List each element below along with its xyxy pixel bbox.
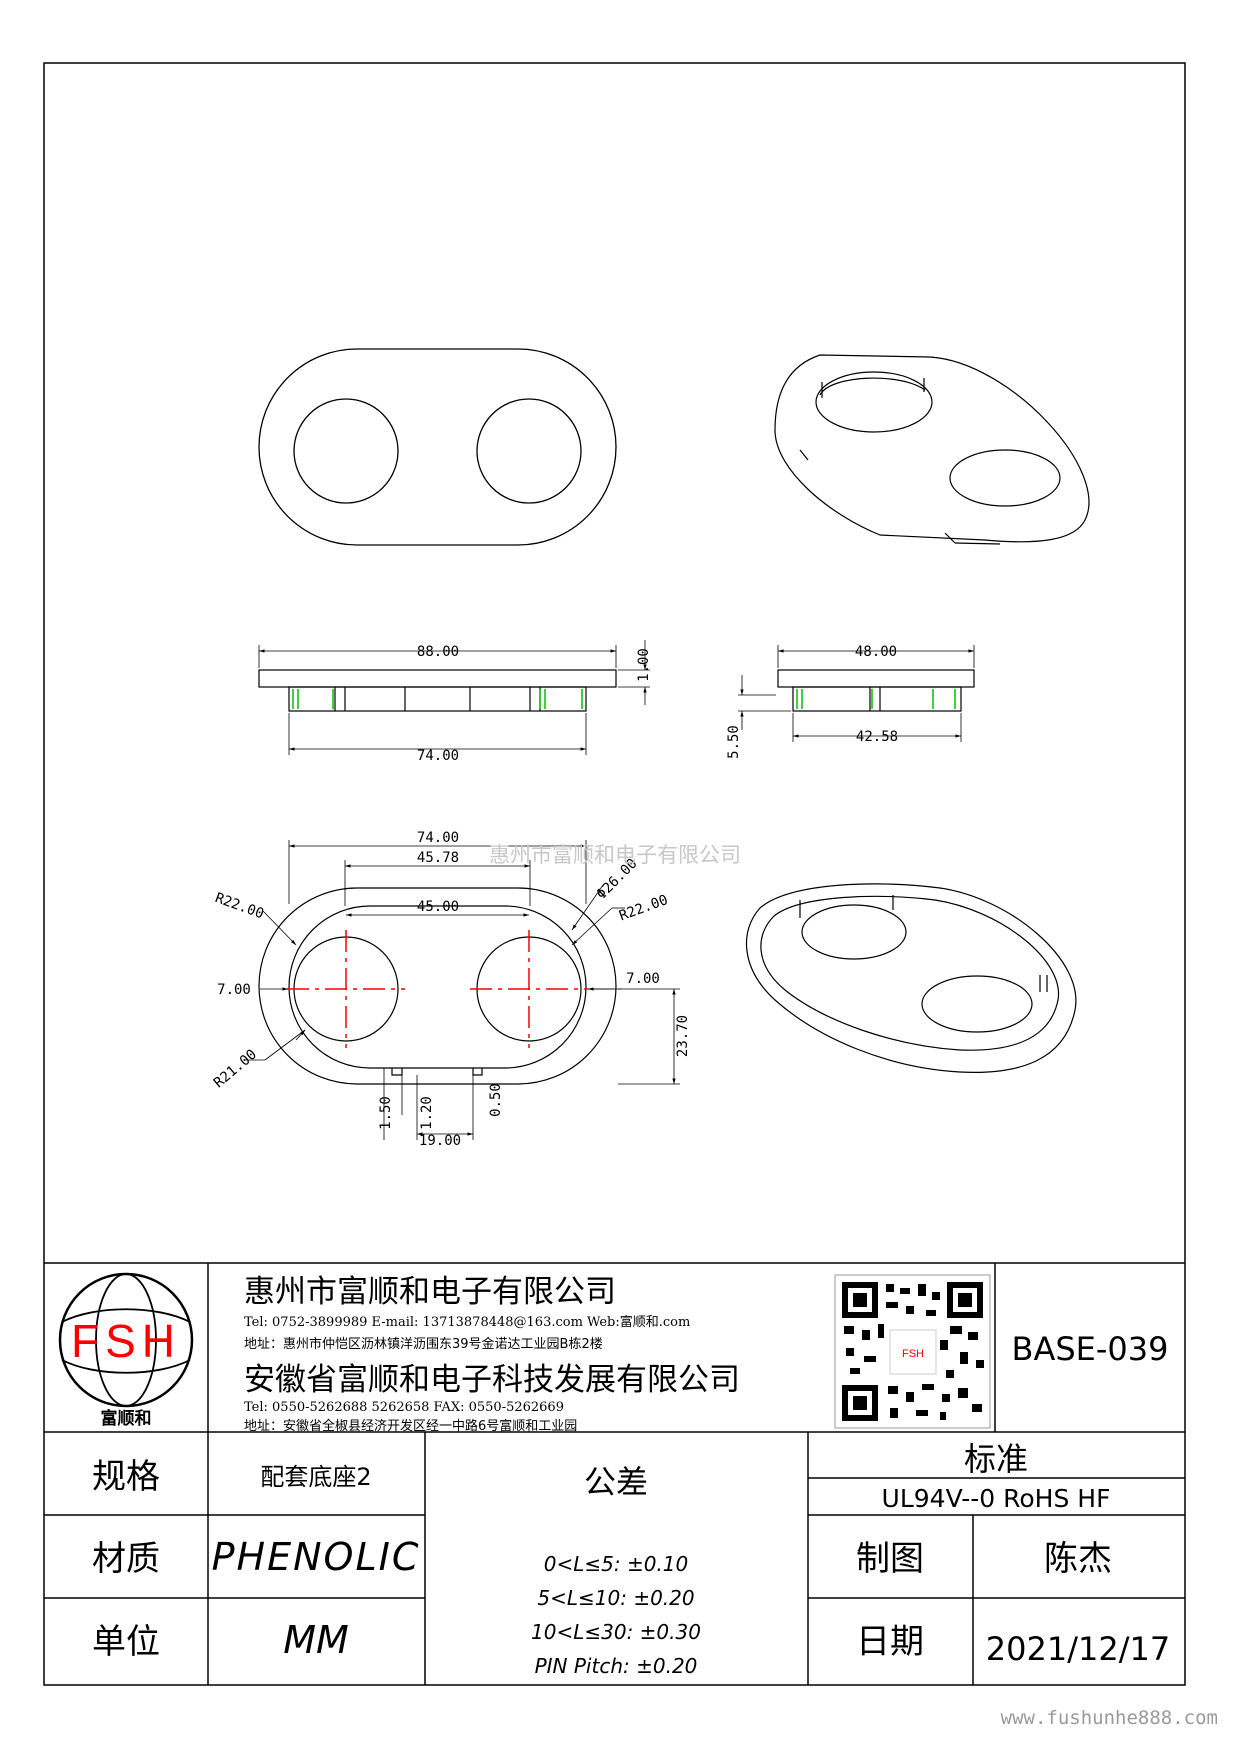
dim-offset-right: 7.00 [626, 971, 660, 987]
company-contact-1: Tel: 0752-3899989 E-mail: 13713878448@16… [244, 1314, 690, 1330]
dim-offset-left: 7.00 [217, 982, 251, 998]
plan-view-centerlines [287, 930, 588, 1048]
part-number: BASE-039 [1012, 1330, 1169, 1368]
side-view-highlights [796, 689, 956, 709]
footer-url: www.fushunhe888.com [1001, 1707, 1218, 1729]
qr-caption: FSH [902, 1348, 924, 1360]
dim-side-height: 5.50 [726, 725, 742, 759]
tolerance-line-1: 0<L≤5: ±0.10 [544, 1552, 689, 1576]
drawing-frame [43, 62, 1186, 1686]
logo-caption: 富顺和 [101, 1408, 152, 1429]
dim-notch-2: 1.20 [419, 1096, 435, 1130]
watermark: 惠州市富顺和电子有限公司 [489, 843, 741, 867]
front-view [258, 669, 617, 712]
material-label: 材质 [92, 1539, 160, 1579]
unit-value: MM [283, 1618, 349, 1662]
plan-view [258, 887, 617, 1085]
front-view-highlights [292, 689, 583, 709]
dim-notch-1: 1.50 [378, 1096, 394, 1130]
dim-top-thickness: 1.00 [636, 648, 652, 682]
dim-side-inner: 42.58 [856, 729, 898, 745]
company-address-2: 地址：安徽省全椒县经济开发区经一中路6号富顺和工业园 [244, 1418, 577, 1434]
date-label: 日期 [856, 1622, 924, 1662]
front-view-flange [258, 669, 617, 688]
plan-view-dims [245, 840, 680, 1140]
dim-half-height: 23.70 [675, 1015, 691, 1057]
top-view [258, 348, 617, 546]
standard-label: 标准 [964, 1440, 1028, 1478]
iso-view-top [774, 354, 1090, 545]
standard-value: UL94V--0 RoHS HF [882, 1484, 1111, 1513]
tolerance-line-3: 10<L≤30: ±0.30 [531, 1620, 701, 1644]
unit-label: 单位 [92, 1622, 160, 1662]
side-view-dims [738, 645, 975, 742]
title-block-grid [44, 1262, 1185, 1685]
qr-code: FSH [834, 1274, 991, 1429]
company-logo: FSH 富顺和 [58, 1272, 194, 1429]
plan-view-inner [288, 905, 587, 1069]
tolerance-line-2: 5<L≤10: ±0.20 [537, 1586, 694, 1610]
tolerance-line-4: PIN Pitch: ±0.20 [535, 1654, 698, 1678]
top-view-hole-right [476, 398, 582, 504]
company-contact-2: Tel: 0550-5262688 5262658 FAX: 0550-5262… [244, 1400, 564, 1415]
front-view-body [288, 686, 587, 712]
dim-side-width: 48.00 [855, 644, 897, 660]
plan-view-outer [258, 887, 617, 1085]
drawn-label: 制图 [856, 1539, 924, 1579]
side-view [777, 669, 975, 712]
company-name-1: 惠州市富顺和电子有限公司 [244, 1274, 616, 1310]
dim-base-width: 74.00 [417, 748, 459, 764]
dim-plan-width: 74.00 [417, 830, 459, 846]
date-value: 2021/12/17 [986, 1630, 1170, 1668]
dim-plan-inner: 45.78 [417, 850, 459, 866]
material-value: PHENOLIC [212, 1535, 421, 1579]
top-view-outline [258, 348, 617, 546]
dim-radius-left-top: R22.00 [213, 890, 266, 922]
tolerance-label: 公差 [584, 1463, 648, 1501]
dim-radius-right-top: R22.00 [617, 892, 670, 924]
side-view-body [792, 686, 962, 712]
company-address-1: 地址：惠州市仲恺区沥林镇洋沥围东39号金诺达工业园B栋2楼 [244, 1336, 603, 1352]
dim-top-width: 88.00 [417, 644, 459, 660]
dim-notch-width: 19.00 [419, 1133, 461, 1149]
dim-notch-3: 0.50 [488, 1083, 504, 1117]
spec-label: 规格 [92, 1457, 160, 1497]
front-view-dims [258, 640, 650, 755]
spec-value: 配套底座2 [260, 1463, 371, 1491]
dim-radius-left-bottom: R21.00 [211, 1047, 260, 1092]
top-view-hole-left [293, 398, 399, 504]
dim-plan-center: 45.00 [417, 899, 459, 915]
iso-view-bottom [745, 883, 1077, 1073]
side-view-flange [777, 669, 975, 688]
company-name-2: 安徽省富顺和电子科技发展有限公司 [244, 1362, 740, 1398]
logo-letters: FSH [71, 1315, 181, 1367]
drawn-value: 陈杰 [1044, 1539, 1112, 1579]
